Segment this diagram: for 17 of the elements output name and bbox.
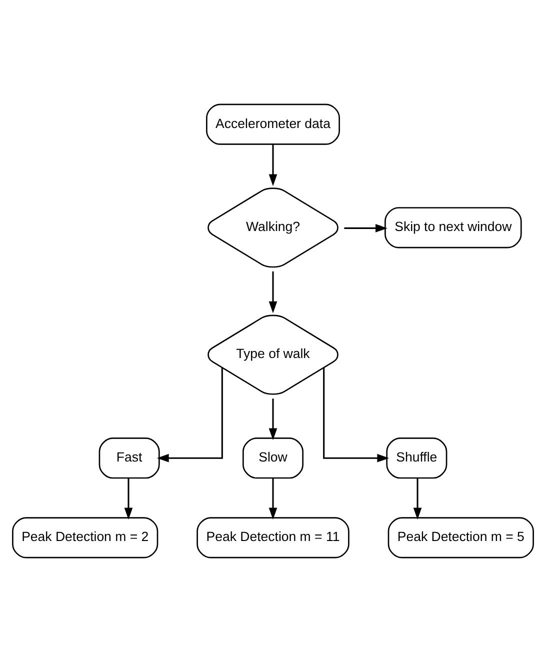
arrow bbox=[268, 270, 278, 313]
arrow bbox=[268, 478, 278, 520]
arrow bbox=[268, 144, 278, 186]
arrow bbox=[124, 478, 133, 520]
arrow bbox=[156, 367, 223, 462]
node-box: Slow bbox=[242, 437, 304, 478]
node-box: Skip to next window bbox=[384, 206, 522, 248]
node-box: Peak Detection m = 2 bbox=[12, 516, 158, 558]
node-box: Shuffle bbox=[386, 437, 448, 478]
node-box: Peak Detection m = 5 bbox=[388, 516, 534, 558]
arrow bbox=[413, 478, 422, 520]
node-box: Fast bbox=[98, 437, 160, 478]
node-box: Peak Detection m = 11 bbox=[196, 516, 350, 558]
arrow bbox=[323, 367, 390, 462]
arrow bbox=[344, 224, 388, 232]
node-box: Accelerometer data bbox=[206, 103, 340, 144]
arrow bbox=[268, 398, 278, 440]
